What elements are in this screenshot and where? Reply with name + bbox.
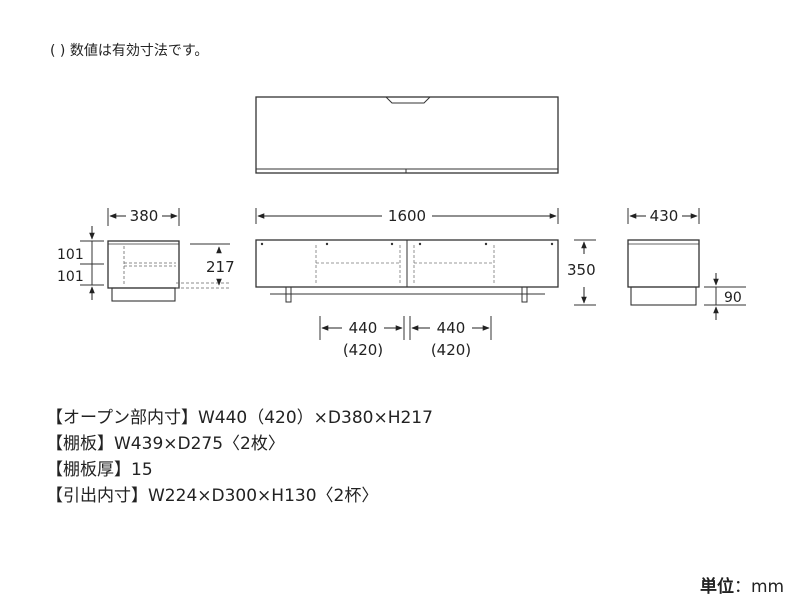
upper-shelf-height-label: 101 (57, 247, 84, 263)
spec-shelf-thickness: 【棚板厚】15 (46, 460, 153, 480)
side-view: 380 101 101 217 (57, 207, 235, 302)
open-height-label: 217 (206, 258, 235, 276)
effective-dimension-note: ( ) 数値は有効寸法です。 (50, 43, 209, 59)
right-opening-width-label: 440 (437, 319, 466, 337)
spec-list: 【オープン部内寸】W440（420）×D380×H217 【棚板】W439×D2… (46, 405, 433, 509)
side-depth-label: 380 (130, 207, 159, 225)
right-depth-label: 430 (650, 207, 679, 225)
left-opening-effective-label: (420) (343, 341, 383, 359)
right-side-view: 430 90 (627, 207, 746, 320)
left-opening-width-label: 440 (349, 319, 378, 337)
unit-value: mm (751, 577, 785, 597)
unit-title: 単位 (700, 577, 734, 597)
top-view (255, 96, 559, 174)
leg-height-label: 90 (724, 290, 742, 306)
front-width-label: 1600 (388, 207, 426, 225)
spec-shelf-board: 【棚板】W439×D275〈2枚〉 (46, 434, 285, 454)
unit-label: 単位：mm (700, 572, 784, 597)
spec-drawer-interior: 【引出内寸】W224×D300×H130〈2杯〉 (46, 486, 379, 506)
spec-open-interior: 【オープン部内寸】W440（420）×D380×H217 (46, 408, 433, 428)
right-opening-effective-label: (420) (431, 341, 471, 359)
front-view: 1600 350 440 440 (420) (420) (255, 207, 596, 359)
front-height-label: 350 (567, 261, 596, 279)
unit-colon: ： (734, 577, 751, 597)
lower-shelf-height-label: 101 (57, 269, 84, 285)
